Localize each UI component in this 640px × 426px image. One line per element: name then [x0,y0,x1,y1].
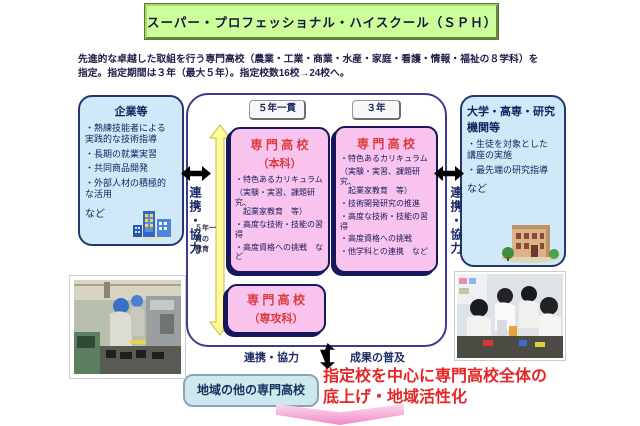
list-item: ・高度資格への挑戦 など [235,242,323,262]
left-cooperation-label: 連携・協力 [188,186,202,256]
university-panel-title: 大学・高専・研究 機関等 [467,106,555,134]
label-5year-integrated: ５年一貫 [249,100,306,120]
list-item: ・特色あるカリキュラム [235,175,323,184]
university-panel: 大学・高専・研究 機関等 ・生徒を対象とした 講座の実施 ・最先端の研究指導 な… [460,95,566,267]
list-item: ・熟練技能者による 実践的な技術指導 [85,123,166,144]
right-link-arrow-icon [434,166,464,181]
university-building-icon [500,217,560,263]
list-item: ・特色あるカリキュラム [340,154,428,163]
list-item: ・他学科との連携 など [340,247,428,256]
list-item: ・生徒を対象とした 講座の実施 [467,139,549,160]
list-item: ・技術開発研究の推進 [340,199,420,208]
down-chevron-arrow-icon [276,404,404,425]
highlight-message: 指定校を中心に専門高校全体の 底上げ・地域活性化 [323,368,548,406]
office-buildings-icon [129,205,179,241]
workshop-photo [70,276,185,378]
companies-panel-title: 企業等 [114,106,148,118]
list-item: （実験・実習、課題研究、 起業家教育 等） [235,187,315,217]
list-item: ・共同商品開発 [85,163,149,174]
list-item: ・外部人材の積極的 な活用 [85,178,167,199]
box-title: 専 門 高 校 [250,138,309,152]
page-title-text: スーパー・プロフェッショナル・ハイスクール（ＳＰＨ） [147,16,498,30]
box-title: 専 門 高 校 [356,137,415,151]
bottom-cooperation-label: 連携・協力 [244,352,299,364]
etc-label: など [467,184,487,196]
senmon-koko-honka-box: 専 門 高 校 （本科） ・特色あるカリキュラム （実験・実習、課題研究、 起業… [229,127,330,273]
list-item: ・長期の就業実習 [85,148,158,159]
list-item: ・高度資格への挑戦 [340,234,412,244]
right-cooperation-label: 連携・協力 [449,186,463,256]
list-item: ・最先端の研究指導 [467,164,549,175]
senmon-koko-3year-box: 専 門 高 校 ・特色あるカリキュラム （実験・実習、課題研究、 起業家教育 等… [334,126,438,273]
five-year-span-arrow-icon [208,124,232,341]
companies-panel: 企業等 ・熟練技能者による 実践的な技術指導 ・長期の就業実習 ・共同商品開発 … [78,95,184,246]
regional-schools-box: 地域の他の専門高校 [183,374,319,407]
box-subtitle: （本科） [257,158,302,170]
five-year-education-label: ５年一 貫の 教育 [195,225,216,253]
page-title: スーパー・プロフェッショナル・ハイスクール（ＳＰＨ） [144,3,499,40]
description-text: 先進的な卓越した取組を行う専門高校（農業・工業・商業・水産・家庭・看護・情報・福… [78,54,539,79]
box-title: 専 門 高 校 [246,293,305,307]
results-spread-label: 成果の普及 [350,352,405,364]
list-item: （実験・実習、課題研究、 起業家教育 等） [340,166,420,196]
left-link-arrow-icon [181,166,211,181]
list-item: ・高度な技術・技能の習得 [340,211,428,231]
lab-photo [455,272,565,360]
etc-label: など [85,208,105,220]
senmon-koko-senkoka-box: 専 門 高 校 （専攻科） [226,284,326,334]
label-3year: ３年 [352,100,401,120]
box-subtitle: （専攻科） [248,313,304,325]
list-item: ・高度な技術・技能の習得 [235,220,323,239]
